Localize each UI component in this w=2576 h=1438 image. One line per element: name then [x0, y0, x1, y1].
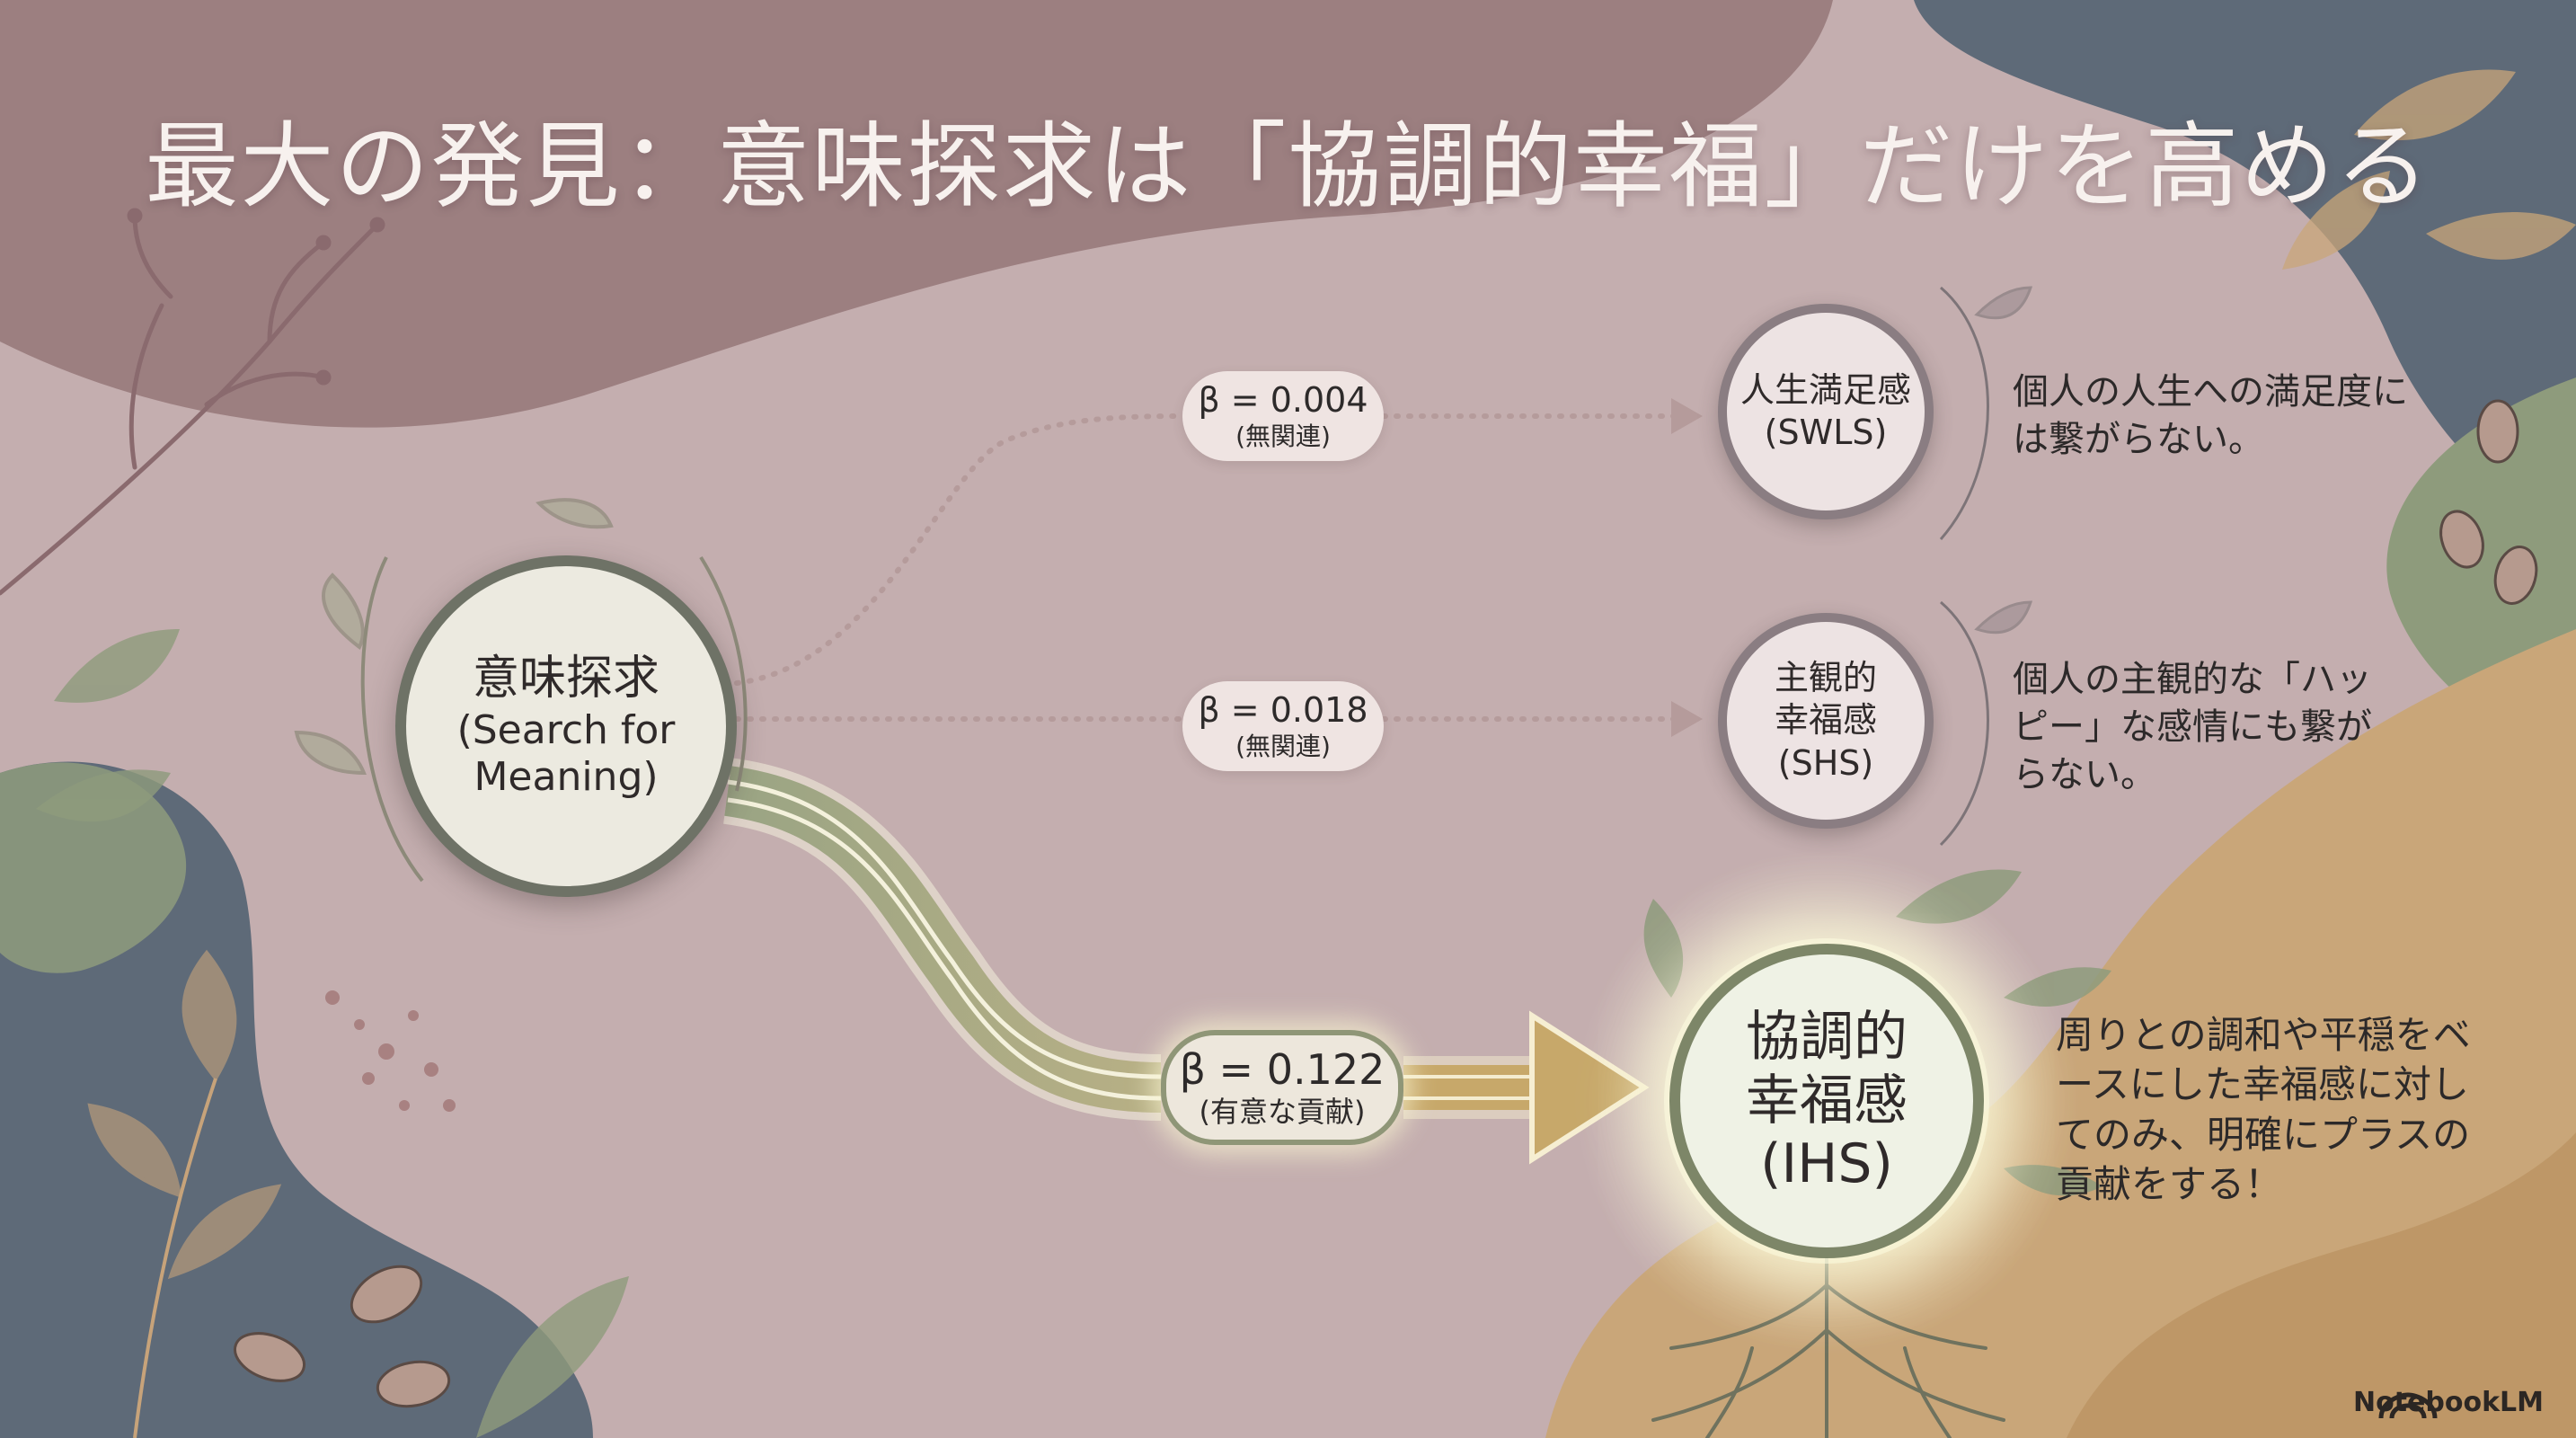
dotted-connector-swls [734, 413, 1692, 686]
target-node-swls: 人生満足感 (SWLS) [1718, 304, 1934, 519]
notebooklm-logo-icon [2378, 1392, 2438, 1419]
beta-label-ihs: β = 0.122 (有意な貢献) [1161, 1030, 1403, 1145]
beta-value: β = 0.122 [1179, 1045, 1385, 1095]
arrow-right-icon [1671, 398, 1703, 434]
brand-text: NotebookLM [2352, 1387, 2544, 1418]
leaf-icon [2282, 69, 2576, 270]
highlight-connector-ihs [722, 758, 1545, 1121]
target-node-label: 幸福感 [1746, 1069, 1908, 1132]
description-ihs: 周りとの調和や平穏をベースにした幸福感に対してのみ、明確にプラスの貢献をする！ [2056, 1013, 2471, 1207]
target-node-label: (SHS) [1777, 742, 1874, 783]
brand-label: NotebookLM [2290, 1387, 2544, 1418]
page-title: 最大の発見：意味探求は「協調的幸福」だけを高める [145, 111, 2431, 221]
bottom-left-sage [0, 762, 187, 973]
branch-icon [0, 208, 385, 596]
description-swls: 個人の人生への満足度には繋がらない。 [2013, 371, 2408, 460]
source-node-label: 意味探求 [472, 652, 659, 706]
arrow-right-icon [1529, 1010, 1650, 1165]
beta-label-swls: β = 0.004 (無関連) [1182, 371, 1384, 461]
source-node-search-for-meaning: 意味探求 (Search for Meaning) [395, 555, 737, 897]
bottom-right-shape-light [2067, 1132, 2576, 1438]
beta-note: (無関連) [1235, 731, 1331, 761]
target-node-label: (IHS) [1760, 1132, 1893, 1196]
wreath-leaf-icon [1643, 869, 2111, 1196]
arrow-right-icon [1671, 701, 1703, 737]
beta-note: (有意な貢献) [1199, 1094, 1366, 1129]
source-node-sub-label: Meaning) [474, 753, 659, 800]
beta-label-shs: β = 0.018 (無関連) [1182, 681, 1384, 771]
target-node-ihs: 協調的 幸福感 (IHS) [1669, 944, 1984, 1258]
seed-icon [234, 399, 2538, 1408]
source-node-sub-label: (Search for [456, 706, 676, 753]
target-node-label: 幸福感 [1774, 700, 1877, 741]
description-shs: 個人の主観的な「ハッピー」な感情にも繋がらない。 [2013, 659, 2372, 795]
root-icon [1651, 1256, 2005, 1438]
top-band-shape [0, 0, 1833, 428]
target-node-label: 主観的 [1774, 657, 1877, 697]
wreath-leaf-icon [294, 498, 748, 883]
leaf-icon [87, 949, 282, 1438]
seed-icon [325, 990, 456, 1112]
target-node-label: (SWLS) [1764, 413, 1888, 452]
leaf-icon [36, 629, 629, 1438]
beta-value: β = 0.018 [1198, 689, 1368, 730]
beta-value: β = 0.004 [1198, 379, 1368, 420]
target-node-label: 人生満足感 [1739, 369, 1911, 410]
wreath-leaf-icon [1939, 286, 2033, 847]
beta-note: (無関連) [1235, 421, 1331, 451]
target-node-label: 協調的 [1746, 1005, 1908, 1069]
target-node-shs: 主観的 幸福感 (SHS) [1718, 613, 1934, 829]
